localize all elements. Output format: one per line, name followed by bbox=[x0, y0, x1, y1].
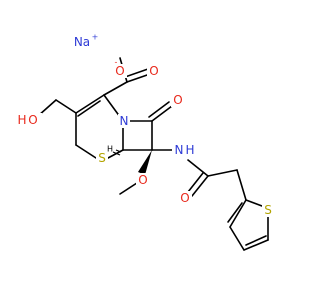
carboxylate-oxygen-charge: - bbox=[115, 58, 118, 67]
ring-sulfur-label: S bbox=[98, 151, 106, 165]
bond-ch2-thiophene bbox=[236, 169, 247, 201]
bond-ccarboxyl-o-double-2 bbox=[124, 68, 149, 78]
c6-hash-bond bbox=[112, 149, 122, 156]
amide-hydrogen-label: H bbox=[185, 143, 194, 157]
bond-th-c3-c4 bbox=[229, 226, 245, 251]
lactam-oxygen-label: O bbox=[173, 93, 182, 107]
amide-oxygen-label: O bbox=[180, 191, 189, 205]
sodium-ion-charge: + bbox=[92, 33, 99, 42]
bond-c2-c3-double bbox=[77, 100, 101, 117]
bond-ccarboxyl-o-double bbox=[126, 73, 151, 83]
bond-c8-o-double-2 bbox=[148, 101, 170, 118]
c6-hydrogen-label: H bbox=[107, 145, 113, 154]
methoxy-oxygen-label: O bbox=[138, 173, 147, 187]
structure-diagram: Na + O - O H O O N S H O N H O bbox=[14, 32, 274, 251]
hydroxyl-oxygen-label: O bbox=[28, 113, 37, 127]
atom-label-layer: Na + O - O H O O N S H O N H O bbox=[14, 33, 274, 217]
bond-th-s-c2 bbox=[245, 199, 263, 207]
hydroxyl-hydrogen-label: H bbox=[17, 113, 26, 127]
bond-th-c4-c5 bbox=[243, 239, 269, 251]
bond-c3-ch2 bbox=[55, 99, 77, 114]
carboxylate-oxygen-label: O bbox=[115, 64, 124, 78]
bond-c2-ccarboxyl bbox=[103, 81, 128, 96]
bond-camide-ch2 bbox=[207, 169, 238, 177]
bond-c2-c3 bbox=[75, 94, 105, 114]
bond-c7-ome-wedge bbox=[138, 150, 152, 175]
bond-th-c2-c3-double bbox=[227, 202, 243, 223]
bond-th-c4-c5-double bbox=[245, 235, 267, 246]
bond-nh-camide bbox=[187, 159, 209, 177]
thiophene-sulfur-label: S bbox=[264, 203, 272, 217]
ring-nitrogen-label: N bbox=[120, 114, 129, 128]
sodium-ion-label: Na bbox=[74, 35, 90, 49]
bond-c4-s bbox=[75, 144, 97, 159]
bond-camide-o-double bbox=[191, 175, 209, 197]
bond-th-c2-c3 bbox=[229, 199, 247, 228]
bond-c8-o-double bbox=[151, 105, 173, 122]
amide-nitrogen-label: N bbox=[175, 143, 184, 157]
bond-layer bbox=[37, 57, 269, 251]
bond-camide-o-double-2 bbox=[187, 172, 204, 193]
carboxyl-oxygen-label: O bbox=[149, 64, 158, 78]
molecule-structure-canvas: Na + O - O H O O N S H O N H O bbox=[14, 32, 274, 251]
